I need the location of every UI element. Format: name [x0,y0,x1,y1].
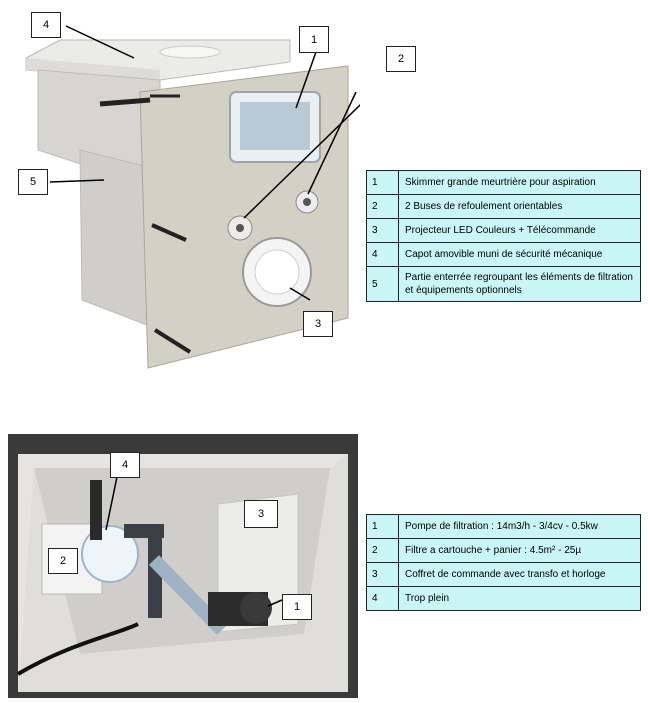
callout-2: 2 [386,46,416,72]
product-photo-interior: 1 2 3 4 [8,434,358,698]
callout-1: 1 [282,594,312,620]
legend-number: 4 [366,586,399,611]
legend-text: Filtre a cartouche + panier : 4.5m² - 25… [398,538,641,563]
legend-number: 2 [366,538,399,563]
legend-row: 4 Trop plein [366,586,641,611]
product-photo-exterior: 1 2 3 4 5 [0,0,416,380]
legend-text: Pompe de filtration : 14m3/h - 3/4cv - 0… [398,514,641,539]
callout-2: 2 [48,548,78,574]
legend-row: 1 Skimmer grande meurtrière pour aspirat… [366,170,641,195]
legend-row: 5 Partie enterrée regroupant les élément… [366,266,641,302]
legend-number: 2 [366,194,399,219]
legend-text: 2 Buses de refoulement orientables [398,194,641,219]
legend-number: 3 [366,562,399,587]
callout-4: 4 [31,12,61,38]
legend-number: 4 [366,242,399,267]
legend-text: Coffret de commande avec transfo et horl… [398,562,641,587]
legend-row: 2 Filtre a cartouche + panier : 4.5m² - … [366,538,641,563]
legend-text: Skimmer grande meurtrière pour aspiratio… [398,170,641,195]
legend-row: 3 Coffret de commande avec transfo et ho… [366,562,641,587]
legend-table-interior: 1 Pompe de filtration : 14m3/h - 3/4cv -… [366,514,641,611]
legend-row: 3 Projecteur LED Couleurs + Télécommande [366,218,641,243]
legend-text: Partie enterrée regroupant les éléments … [398,266,641,302]
legend-number: 1 [366,170,399,195]
legend-text: Capot amovible muni de sécurité mécaniqu… [398,242,641,267]
callout-3: 3 [303,311,333,337]
legend-number: 1 [366,514,399,539]
legend-row: 2 2 Buses de refoulement orientables [366,194,641,219]
legend-table-exterior: 1 Skimmer grande meurtrière pour aspirat… [366,170,641,302]
legend-text: Trop plein [398,586,641,611]
legend-text: Projecteur LED Couleurs + Télécommande [398,218,641,243]
callout-3: 3 [244,500,278,528]
callout-1: 1 [299,26,329,53]
legend-number: 3 [366,218,399,243]
legend-row: 1 Pompe de filtration : 14m3/h - 3/4cv -… [366,514,641,539]
legend-row: 4 Capot amovible muni de sécurité mécani… [366,242,641,267]
callout-5: 5 [18,169,48,195]
legend-number: 5 [366,266,399,302]
filter-unit-illustration [25,25,397,369]
callout-4: 4 [110,452,140,478]
